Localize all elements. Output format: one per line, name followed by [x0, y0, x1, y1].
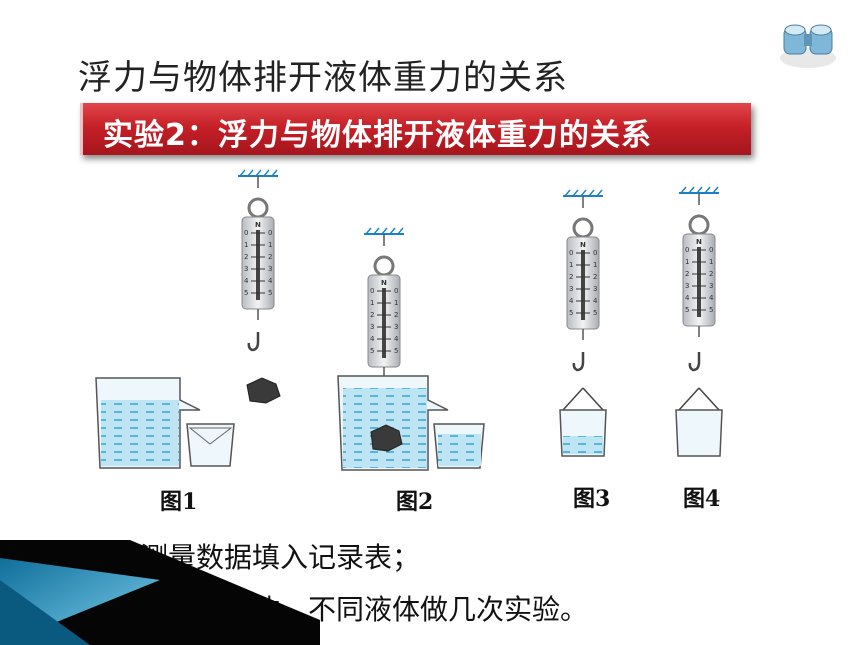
decorative-corner-shape [0, 540, 320, 645]
figure-3 [559, 189, 607, 457]
banner-text: 实验2：浮力与物体排开液体重力的关系 [103, 118, 652, 153]
binoculars-icon [780, 24, 836, 68]
figure-1 [95, 169, 281, 469]
caption-figure-4: 图4 [683, 486, 721, 512]
figure-2 [337, 227, 485, 471]
experiment-banner: 实验2：浮力与物体排开液体重力的关系 [80, 103, 751, 155]
caption-figure-1: 图1 [160, 489, 198, 515]
caption-figure-2: 图2 [396, 489, 434, 515]
slide-title: 浮力与物体排开液体重力的关系 [78, 58, 568, 98]
caption-figure-3: 图3 [573, 486, 611, 512]
figure-4 [675, 186, 723, 457]
